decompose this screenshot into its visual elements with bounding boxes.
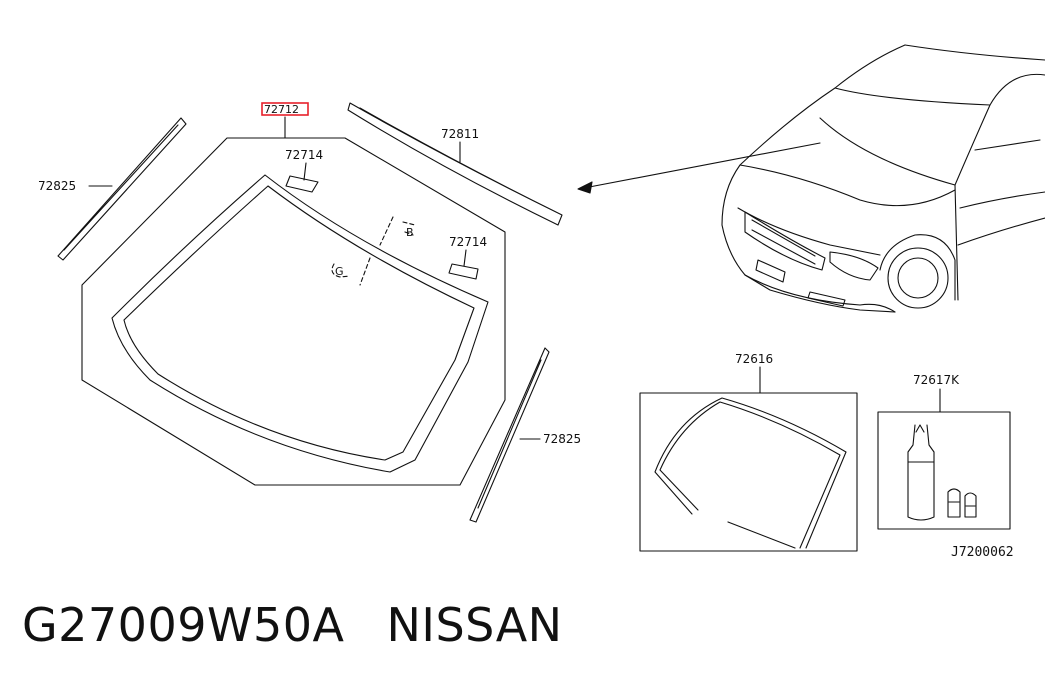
label-highlighted-part: 72712 — [264, 103, 299, 116]
label-adhesive-kit: 72617K — [913, 373, 960, 387]
windshield-glass-inner — [123, 185, 475, 461]
molding-left-shape — [57, 117, 187, 261]
zone-marker-b — [379, 216, 416, 246]
highlight-box — [261, 102, 309, 116]
label-molding-right: 72825 — [543, 432, 581, 446]
car-illustration — [721, 44, 1045, 313]
part-caption: G27009W50A NISSAN — [22, 598, 563, 652]
label-spacer-left: 72714 — [285, 148, 323, 162]
arrow-to-car — [583, 142, 821, 189]
adhesive-kit-items — [907, 424, 977, 521]
part-number: G27009W50A — [22, 598, 345, 652]
brand-name: NISSAN — [386, 598, 563, 652]
drawing-code: J7200062 — [951, 545, 1014, 560]
label-spacer-right: 72714 — [449, 235, 487, 249]
dam-kit-box — [639, 392, 858, 552]
spacer-left-shape — [285, 175, 319, 193]
arrow-head — [577, 181, 593, 194]
label-zone-g: G — [335, 265, 344, 278]
label-dam-kit: 72616 — [735, 352, 773, 366]
assembly-outline — [81, 137, 506, 486]
molding-top-shape — [347, 102, 563, 226]
label-molding-left: 72825 — [38, 179, 76, 193]
dam-rubber-shape — [654, 397, 847, 549]
leader-lines — [88, 116, 941, 440]
molding-right-shape — [469, 347, 550, 523]
adhesive-kit-box — [877, 411, 1011, 530]
windshield-glass-outer — [111, 174, 489, 473]
zone-marker-g — [331, 257, 371, 286]
label-zone-b: B — [406, 226, 414, 239]
label-molding-top: 72811 — [441, 127, 479, 141]
spacer-right-shape — [448, 263, 479, 280]
